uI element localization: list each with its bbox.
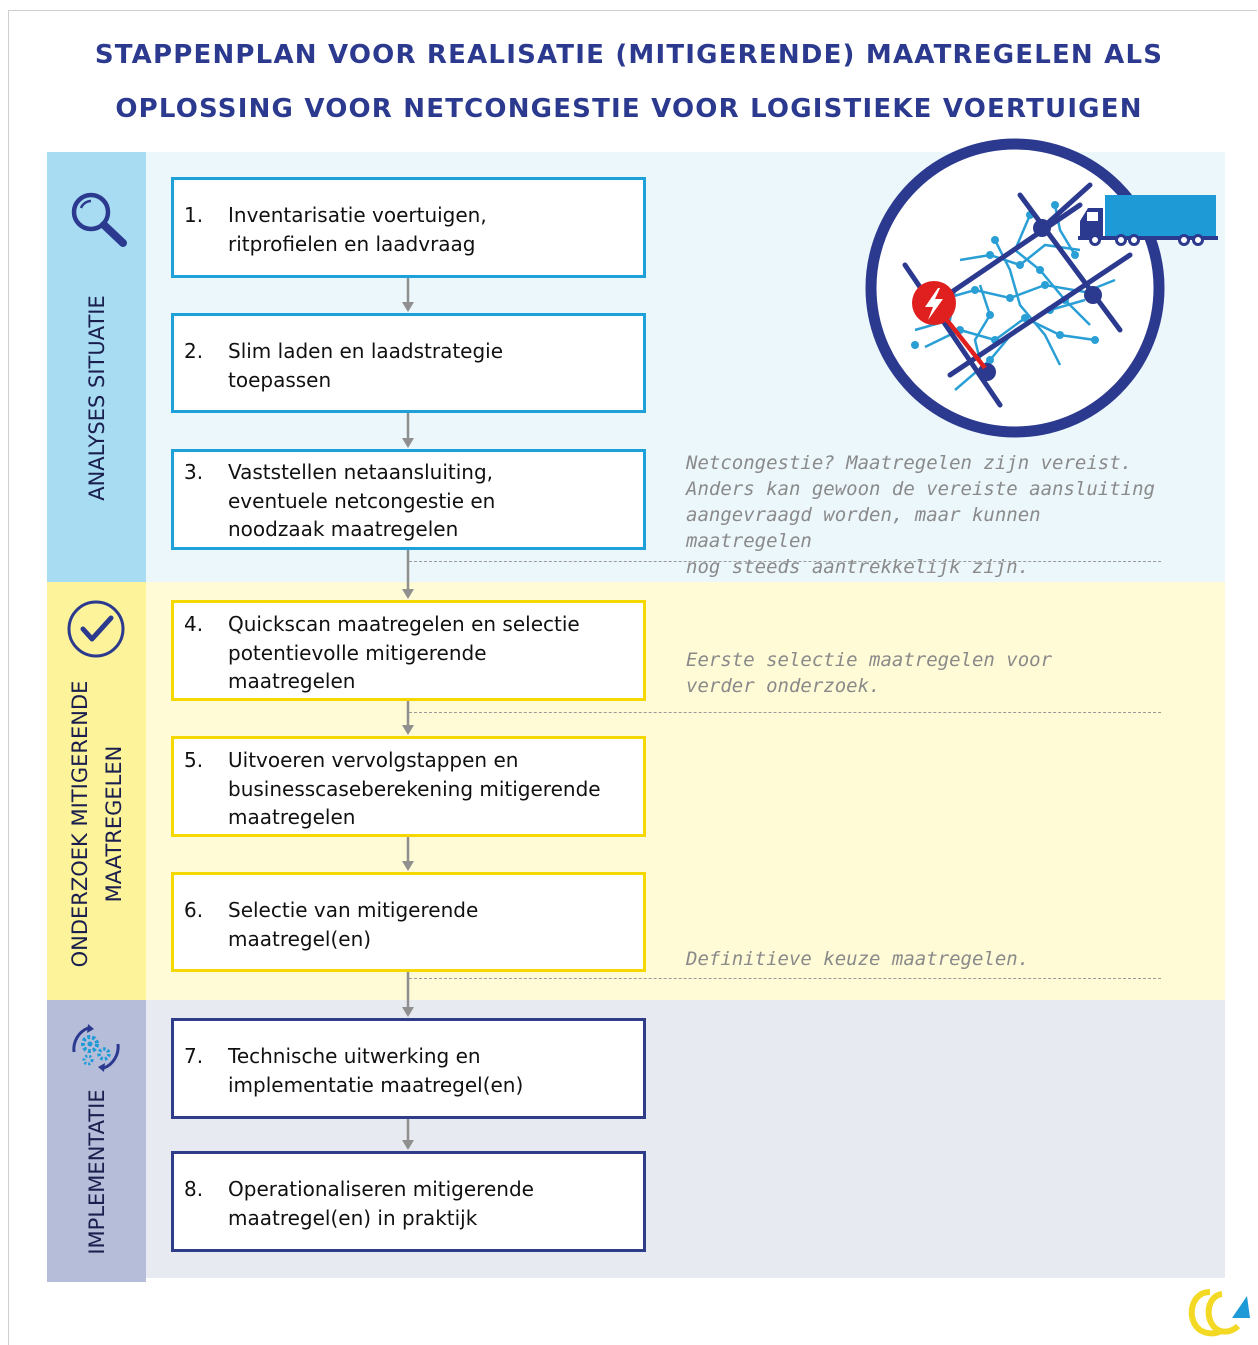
step-text-line: Inventarisatie voertuigen, [228, 203, 487, 227]
step-text-line: Quickscan maatregelen en selectie [228, 612, 580, 636]
note-definitieve-keuze: Definitieve keuze maatregelen. [686, 946, 1166, 972]
step-text-line: Vaststellen netaansluiting, [228, 460, 494, 484]
step-text-line: maatregel(en) in praktijk [228, 1205, 478, 1230]
step-text: Uitvoeren vervolgstappen en businesscase… [228, 746, 633, 832]
truck-icon [1078, 195, 1218, 246]
dashed-separator-1 [409, 561, 1161, 562]
step-text-line: Selectie van mitigerende [228, 898, 479, 922]
step-box-4: 4. Quickscan maatregelen en selectie pot… [171, 600, 646, 701]
step-number: 4. [184, 612, 204, 636]
step-text: Selectie van mitigerende maatregel(en) [228, 896, 633, 953]
step-text-line: ritprofielen en laadvraag [228, 231, 476, 256]
checkmark-circle-icon [67, 600, 125, 658]
step-text: Vaststellen netaansluiting, eventuele ne… [228, 458, 633, 544]
page-frame [8, 10, 1257, 1345]
step-text: Inventarisatie voertuigen, ritprofielen … [228, 201, 633, 258]
title-line-2: OPLOSSING VOOR NETCONGESTIE VOOR LOGISTI… [115, 94, 1143, 124]
step-text-line: noodzaak maatregelen [228, 517, 459, 541]
step-text-line: businesscaseberekening mitigerende [228, 776, 601, 801]
step-number: 7. [184, 1044, 204, 1068]
step-number: 2. [184, 339, 204, 363]
note-line: Anders kan gewoon de vereiste aansluitin… [686, 478, 1155, 500]
step-box-3: 3. Vaststellen netaansluiting, eventuele… [171, 449, 646, 550]
lane-implementatie: IMPLEMENTATIE [47, 1000, 146, 1282]
note-netcongestie: Netcongestie? Maatregelen zijn vereist. … [686, 450, 1166, 580]
step-text-line: Operationaliseren mitigerende [228, 1177, 534, 1201]
step-text-line: implementatie maatregel(en) [228, 1072, 524, 1097]
step-number: 1. [184, 203, 204, 227]
step-text-line: Uitvoeren vervolgstappen en [228, 748, 519, 772]
lane-onderzoek: ONDERZOEK MITIGERENDE MAATREGELEN [47, 582, 146, 1000]
step-text-line: maatregelen [228, 805, 356, 829]
step-text-line: maatregelen [228, 669, 356, 693]
step-text-line: toepassen [228, 367, 332, 392]
step-text-line: Technische uitwerking en [228, 1044, 481, 1068]
note-line: Eerste selectie maatregelen voor [686, 649, 1053, 671]
note-eerste-selectie: Eerste selectie maatregelen voor verder … [686, 647, 1166, 699]
step-text: Technische uitwerking en implementatie m… [228, 1042, 633, 1099]
step-box-2: 2. Slim laden en laadstrategie toepassen [171, 313, 646, 413]
dashed-separator-3 [409, 978, 1161, 979]
step-box-6: 6. Selectie van mitigerende maatregel(en… [171, 872, 646, 972]
step-text-line: Slim laden en laadstrategie [228, 339, 504, 363]
note-line: Definitieve keuze maatregelen. [686, 948, 1030, 970]
note-line: aangevraagd worden, maar kunnen maatrege… [686, 504, 1041, 552]
step-number: 3. [184, 460, 204, 484]
step-text: Slim laden en laadstrategie toepassen [228, 337, 633, 394]
step-text-line: eventuele netcongestie en [228, 488, 496, 513]
step-number: 6. [184, 898, 204, 922]
step-text: Quickscan maatregelen en selectie potent… [228, 610, 633, 696]
step-box-7: 7. Technische uitwerking en implementati… [171, 1018, 646, 1119]
step-text: Operationaliseren mitigerende maatregel(… [228, 1175, 633, 1232]
lightning-alert-icon [912, 281, 956, 325]
lane-analyses: ANALYSES SITUATIE [47, 152, 146, 582]
note-line: Netcongestie? Maatregelen zijn vereist. [686, 452, 1133, 474]
dashed-separator-2 [409, 712, 1161, 713]
step-number: 8. [184, 1177, 204, 1201]
magnifier-icon [71, 192, 127, 247]
step-box-8: 8. Operationaliseren mitigerende maatreg… [171, 1151, 646, 1252]
title-line-1: STAPPENPLAN VOOR REALISATIE (MITIGERENDE… [94, 40, 1164, 70]
step-box-1: 1. Inventarisatie voertuigen, ritprofiel… [171, 177, 646, 278]
note-line: nog steeds aantrekkelijk zijn. [686, 556, 1030, 578]
note-line: verder onderzoek. [686, 675, 881, 697]
gears-cycle-icon [72, 1024, 120, 1072]
step-number: 5. [184, 748, 204, 772]
step-box-5: 5. Uitvoeren vervolgstappen en businessc… [171, 736, 646, 837]
step-text-line: potentievolle mitigerende [228, 640, 487, 665]
step-text-line: maatregel(en) [228, 926, 372, 951]
